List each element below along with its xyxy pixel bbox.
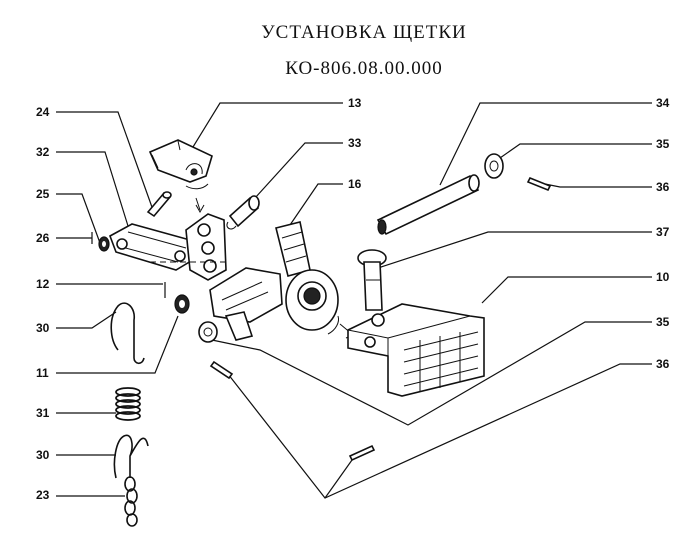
callout-31: 31 bbox=[36, 406, 50, 420]
callout-23: 23 bbox=[36, 488, 50, 502]
callout-37: 37 bbox=[656, 225, 670, 239]
part-16-arm bbox=[209, 221, 357, 345]
callout-26: 26 bbox=[36, 231, 50, 245]
part-24-pin bbox=[146, 191, 172, 218]
part-30-hook-top bbox=[110, 302, 145, 365]
callout-25: 25 bbox=[36, 187, 50, 201]
part-36-split-pin-top bbox=[526, 176, 552, 192]
callout-32: 32 bbox=[36, 145, 50, 159]
callout-12: 12 bbox=[36, 277, 50, 291]
part-36-split-pin-left bbox=[209, 360, 234, 380]
callout-16: 16 bbox=[348, 177, 362, 191]
callout-35-bottom: 35 bbox=[656, 315, 670, 329]
callout-30-top: 30 bbox=[36, 321, 50, 335]
callout-33: 33 bbox=[348, 136, 362, 150]
leader-lines bbox=[56, 102, 652, 499]
part-35-washer-bottom bbox=[198, 321, 218, 343]
callout-36-top: 36 bbox=[656, 180, 670, 194]
hub-block bbox=[185, 197, 227, 281]
part-32-link-plate bbox=[109, 223, 197, 271]
part-23-chain bbox=[124, 476, 138, 527]
part-34-shaft bbox=[376, 174, 480, 236]
callout-24: 24 bbox=[36, 105, 50, 119]
callout-36-bottom: 36 bbox=[656, 357, 670, 371]
callout-34: 34 bbox=[656, 96, 670, 110]
part-37-bolt bbox=[357, 249, 387, 311]
diagram-title: УСТАНОВКА ЩЕТКИ bbox=[261, 22, 467, 43]
callout-13: 13 bbox=[348, 96, 362, 110]
callout-10: 10 bbox=[656, 270, 670, 284]
part-10-bracket bbox=[347, 303, 485, 397]
part-35-washer-top bbox=[484, 153, 504, 179]
part-33-bushing bbox=[226, 195, 260, 230]
part-36-split-pin-right bbox=[348, 444, 376, 462]
callout-35-top: 35 bbox=[656, 137, 670, 151]
part-13-bracket bbox=[148, 139, 213, 190]
part-30-hook-bottom bbox=[113, 434, 149, 479]
callout-11: 11 bbox=[36, 366, 49, 380]
diagram-subtitle: КО-806.08.00.000 bbox=[285, 58, 443, 79]
part-25-washer bbox=[98, 236, 110, 252]
callout-30-bottom: 30 bbox=[36, 448, 50, 462]
part-11-bushing bbox=[174, 294, 190, 314]
part-31-spring bbox=[115, 387, 141, 421]
